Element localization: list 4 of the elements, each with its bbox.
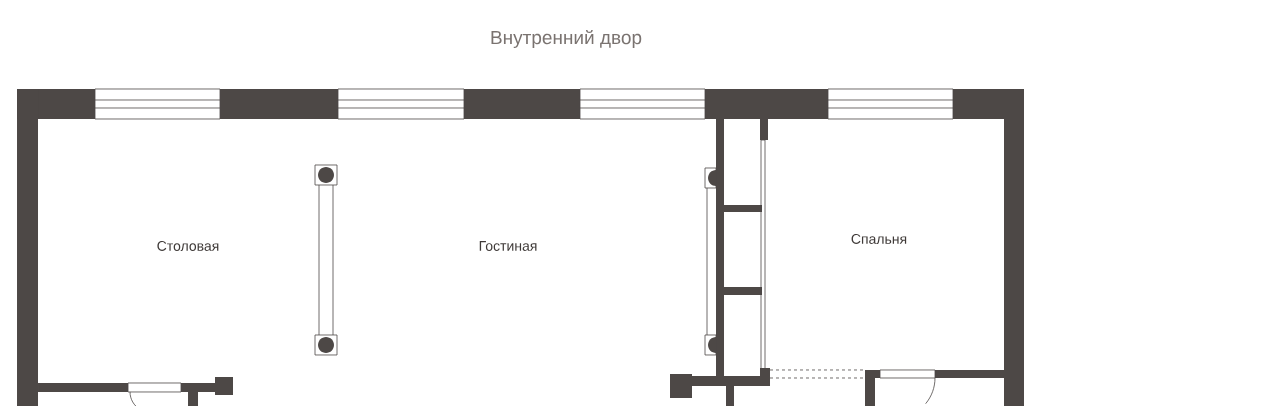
room-label: Спальня xyxy=(851,234,907,244)
room-label: Столовая xyxy=(157,241,219,251)
room-label: Гостиная xyxy=(479,241,537,251)
area-label: Внутренний двор xyxy=(491,29,642,48)
